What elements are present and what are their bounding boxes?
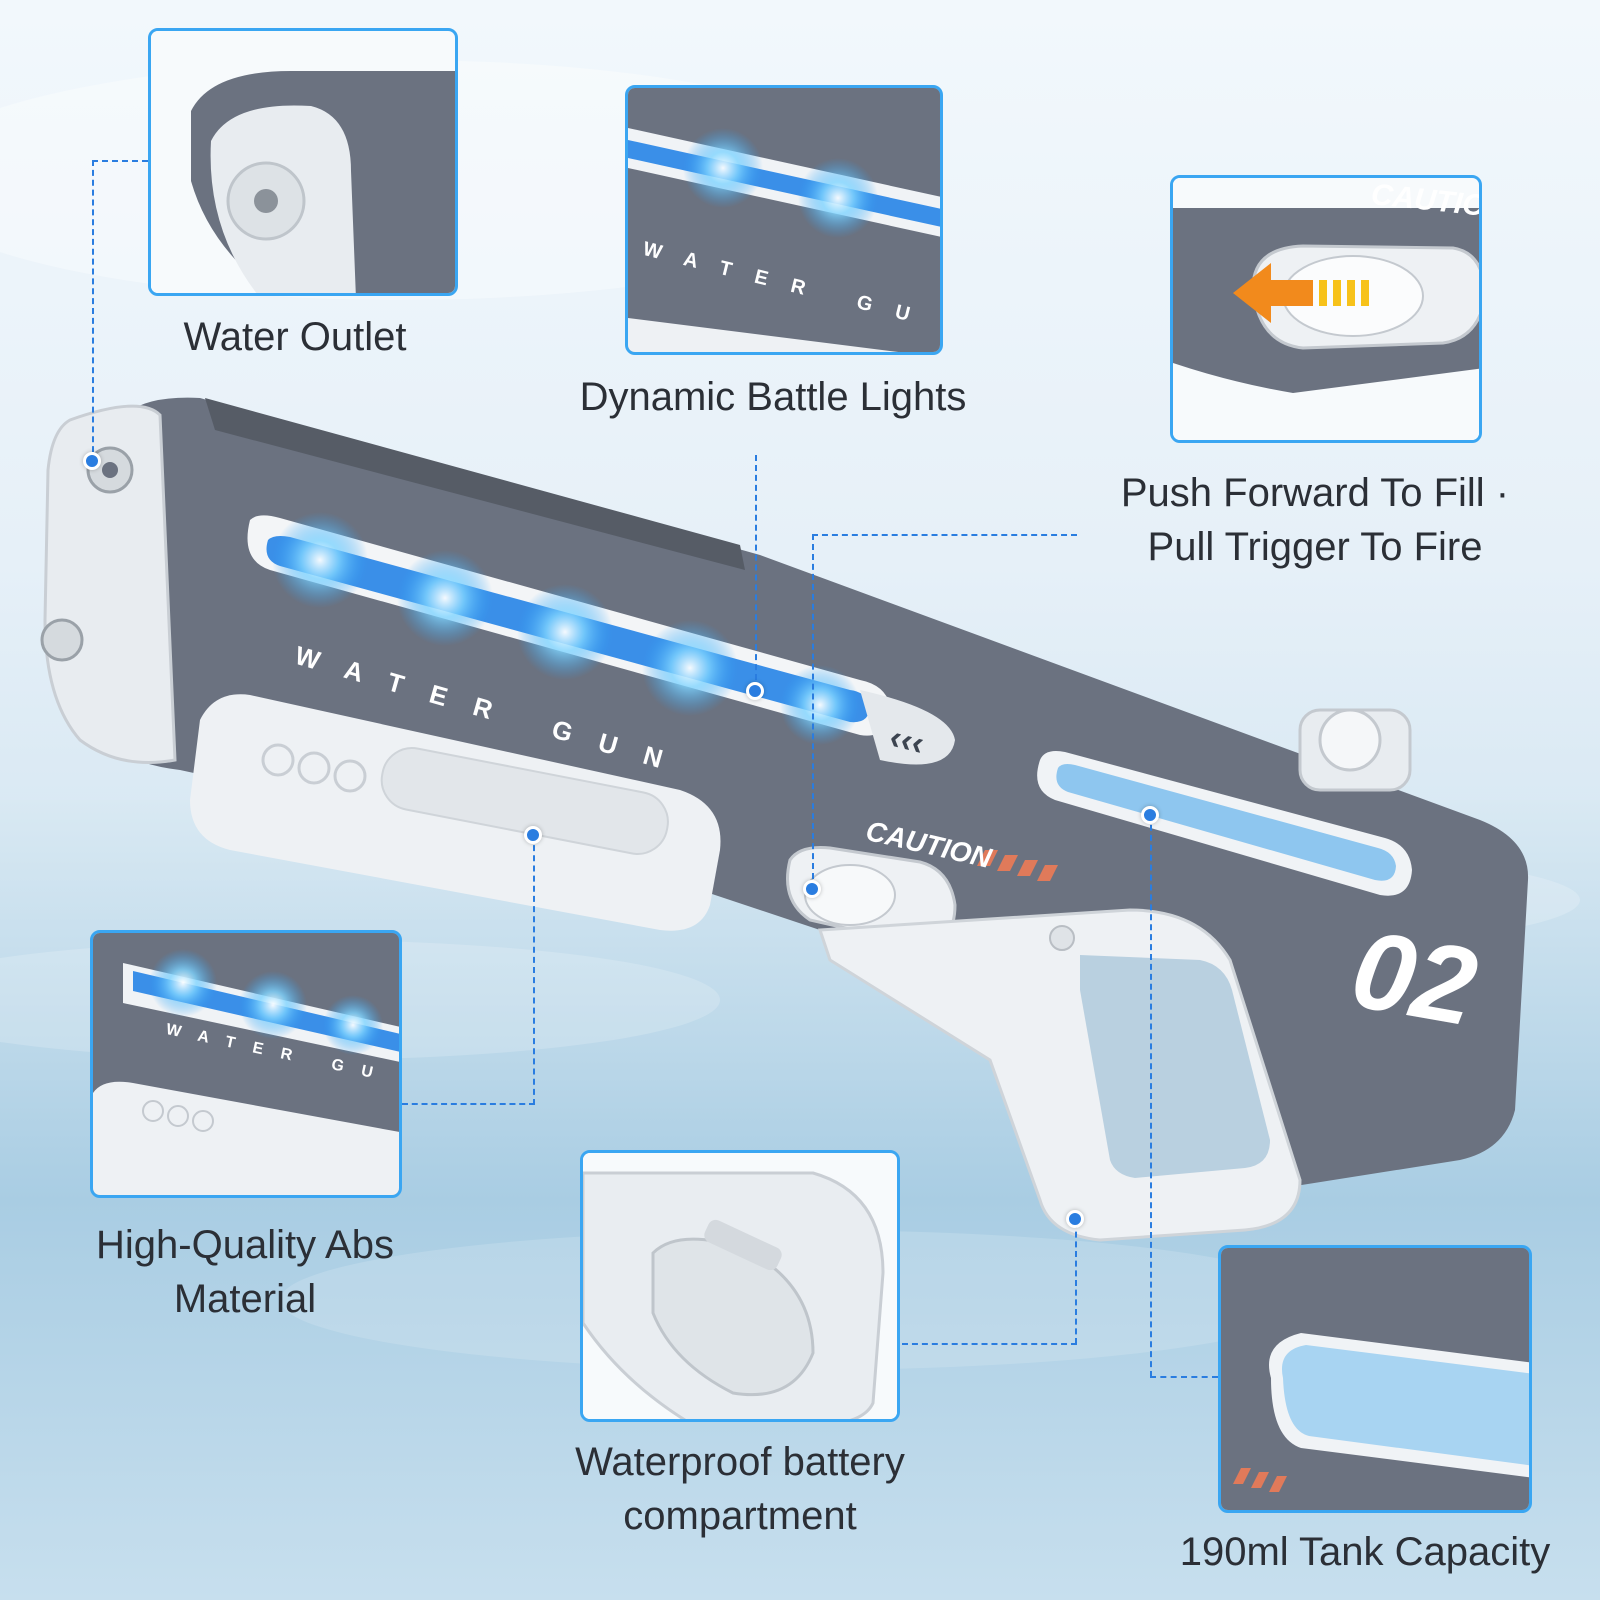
label-fill-fire-line2: Pull Trigger To Fire (1147, 525, 1483, 569)
model-number: 02 (1343, 906, 1486, 1050)
leader-fill-v (812, 534, 814, 889)
trigger-guard-hole (1080, 955, 1270, 1178)
label-tank: 190ml Tank Capacity (1179, 1530, 1551, 1574)
label-fill-fire-line1: Push Forward To Fill · (1120, 471, 1510, 515)
label-abs-line1: High-Quality Abs (96, 1223, 394, 1267)
leader-tank-h (1150, 1376, 1218, 1378)
leader-fill-h (812, 534, 1077, 536)
leader-abs-h (402, 1103, 535, 1105)
dot-water-outlet (83, 452, 101, 470)
label-battery-line2: compartment (623, 1494, 857, 1538)
leader-abs-v (533, 835, 535, 1105)
label-water-outlet: Water Outlet (183, 315, 407, 359)
dot-tank (1141, 806, 1159, 824)
callout-water-outlet (148, 28, 458, 296)
label-battery-line1: Waterproof battery (575, 1440, 905, 1484)
label-fill-fire: Push Forward To Fill · Pull Trigger To F… (1095, 466, 1535, 574)
leader-outlet-v (92, 160, 94, 462)
dot-battery (1066, 1210, 1084, 1228)
callout-battery (580, 1150, 900, 1422)
callout-fill-fire: CAUTIO (1170, 175, 1482, 443)
leader-battery-h (902, 1343, 1077, 1345)
outlet-hole-bottom (40, 618, 84, 662)
top-rail (205, 398, 745, 570)
label-abs-line2: Material (173, 1277, 317, 1321)
label-battery: Waterproof battery compartment (515, 1435, 965, 1543)
caution-stripes (977, 850, 1058, 881)
callout-battle-lights: WATER GU (625, 85, 943, 355)
label-abs-material: High-Quality Abs Material (60, 1218, 430, 1326)
leader-battery-v (1075, 1222, 1077, 1344)
dot-battle-lights (746, 682, 764, 700)
callout-tank (1218, 1245, 1532, 1513)
dot-fill-slider (803, 880, 821, 898)
light-glows (272, 512, 860, 745)
label-battle-lights: Dynamic Battle Lights (579, 375, 967, 419)
dot-abs-material (524, 826, 542, 844)
callout-abs-material: WATER GU (90, 930, 402, 1198)
arrow-left-icon (1233, 263, 1369, 323)
tank-water (1056, 764, 1396, 881)
muzzle (43, 404, 177, 764)
leader-lights-v (755, 455, 757, 690)
leader-tank-v (1150, 815, 1152, 1377)
leader-outlet-h (92, 160, 148, 162)
